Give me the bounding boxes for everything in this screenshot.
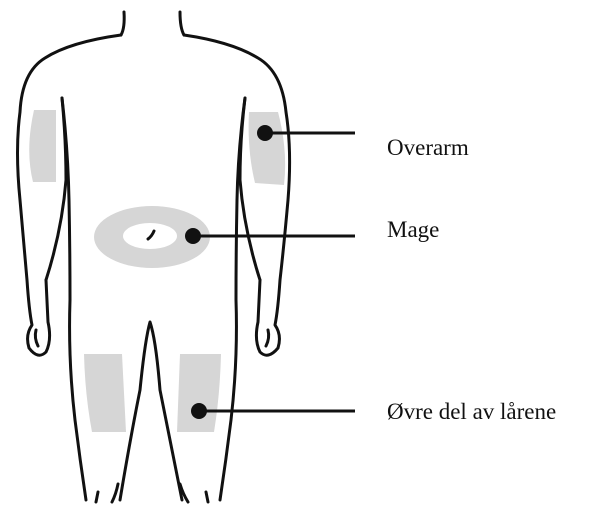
knee-mark-right-outer <box>96 492 98 502</box>
knee-mark-right <box>112 484 118 502</box>
zone-thigh-left <box>177 354 221 432</box>
leg-inner-seam <box>120 322 182 500</box>
zone-upper-arm-left <box>249 112 286 185</box>
neck-right <box>121 12 124 35</box>
zone-upper-arm-right <box>29 110 56 182</box>
label-upper-arm: Overarm <box>387 136 469 159</box>
knee-mark-left-outer <box>206 492 208 502</box>
zone-thigh-right <box>84 354 126 432</box>
hand-left-detail <box>266 330 269 346</box>
label-abdomen: Mage <box>387 218 439 241</box>
hand-right-detail <box>35 330 38 346</box>
neck-left <box>180 12 184 35</box>
label-thighs: Øvre del av lårene <box>387 400 556 423</box>
